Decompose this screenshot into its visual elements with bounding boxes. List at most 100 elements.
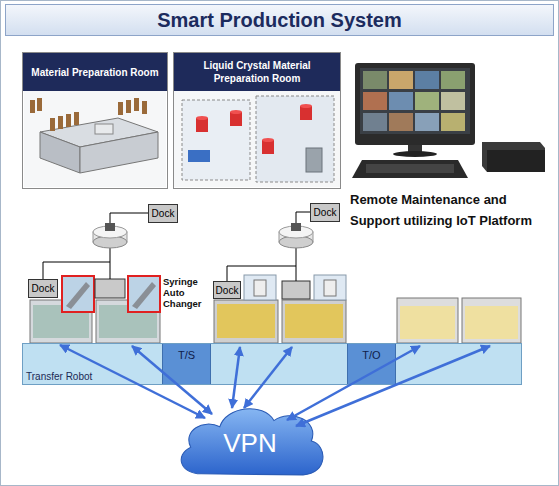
- dock-wire: [296, 248, 297, 281]
- red-tank: [300, 106, 312, 120]
- keyboard-keys: [366, 164, 454, 173]
- bottle: [30, 100, 35, 113]
- dock-label: Dock: [314, 207, 337, 218]
- camera-tile: [441, 71, 465, 89]
- dock-wire: [43, 262, 110, 279]
- camera-tile: [389, 71, 413, 89]
- camera-tile: [415, 92, 439, 110]
- dock-box: Dock: [213, 281, 241, 299]
- camera-tile: [441, 92, 465, 110]
- camera-tile: [363, 71, 387, 89]
- red-tank: [230, 112, 242, 126]
- machine-unit: [95, 124, 113, 134]
- vpn-link-arrow: [132, 346, 212, 414]
- changer-arm: [66, 282, 90, 309]
- vpn-link-arrow: [60, 345, 205, 418]
- bottle: [58, 116, 63, 129]
- dock-wire: [110, 213, 148, 226]
- changer-arm: [132, 282, 156, 309]
- agv-robot-sensor: [291, 223, 301, 231]
- tank: [324, 280, 336, 296]
- bottle: [74, 112, 79, 125]
- station-segment: T/S: [162, 344, 211, 384]
- monitor-base: [393, 151, 437, 157]
- camera-tile: [389, 92, 413, 110]
- machine-side: [40, 132, 80, 173]
- production-machine: [214, 300, 278, 343]
- station-label: T/O: [348, 344, 395, 361]
- cloud-label: VPN: [223, 420, 276, 459]
- gray-tank: [306, 148, 322, 172]
- red-tank-top: [196, 116, 208, 120]
- empty-dock-box: [282, 281, 310, 299]
- machine-front: [80, 132, 158, 173]
- dock-box: Dock: [310, 203, 340, 222]
- dock-box: Dock: [28, 279, 58, 298]
- tank-photo: [244, 275, 276, 300]
- tank-photo: [314, 275, 346, 300]
- machine-window: [465, 306, 518, 339]
- production-machine: [282, 300, 346, 343]
- dock-label: Dock: [216, 285, 239, 296]
- camera-tile: [363, 113, 387, 131]
- camera-tile: [415, 113, 439, 131]
- camera-tile: [441, 113, 465, 131]
- panel-heading: Material Preparation Room: [23, 53, 167, 91]
- room-illustration-bg: [174, 91, 340, 187]
- vpn-cloud: VPN: [172, 398, 328, 480]
- keyboard: [352, 160, 468, 178]
- red-tank-top: [230, 110, 242, 114]
- clean-booth: [182, 100, 250, 180]
- part-name: Syringe Auto Changer: [163, 276, 209, 309]
- diagram-title: Smart Production System: [5, 4, 554, 36]
- bottle: [134, 98, 139, 111]
- pc-front: [487, 150, 545, 172]
- tank: [254, 280, 266, 296]
- red-tank: [196, 118, 208, 132]
- vpn-link-arrow: [244, 347, 292, 408]
- vpn-link-arrow: [287, 346, 420, 420]
- camera-tile: [389, 113, 413, 131]
- clean-booth: [256, 96, 334, 182]
- room-panel: Material Preparation Room: [22, 52, 168, 189]
- dispense-unit: [188, 150, 210, 162]
- transfer-band: Transfer Robot T/S T/O: [22, 343, 522, 385]
- room-illustration-bg: [24, 91, 166, 187]
- vpn-link-arrow: [296, 346, 490, 426]
- room-panel: Liquid Crystal Material Preparation Room: [173, 52, 341, 189]
- red-tank-top: [262, 138, 274, 142]
- pc-box: [482, 142, 545, 172]
- camera-tile: [415, 71, 439, 89]
- production-machine: [462, 298, 521, 343]
- cloud-shape: [181, 409, 323, 475]
- machine-window: [400, 306, 455, 339]
- vpn-link-arrow: [232, 347, 240, 408]
- caption-note: Remote Maintenance and Support utilizing…: [350, 189, 542, 231]
- dock-box: Dock: [148, 204, 178, 223]
- camera-tile: [363, 92, 387, 110]
- red-tank-top: [300, 104, 312, 108]
- dock-wire: [227, 266, 296, 281]
- monitor-screen: [360, 68, 470, 134]
- bottle: [50, 118, 55, 131]
- station-segment: T/O: [347, 344, 396, 384]
- bottle: [118, 102, 123, 115]
- syringe-changer-photo: [128, 276, 160, 312]
- dock-label: Dock: [32, 283, 55, 294]
- machine-window: [217, 304, 275, 338]
- empty-dock-box: [95, 279, 125, 298]
- bottle: [37, 98, 42, 111]
- production-machine: [397, 298, 458, 343]
- syringe-changer-photo: [62, 276, 94, 312]
- dock-wire: [110, 248, 111, 279]
- bottle: [126, 100, 131, 113]
- band-label: Transfer Robot: [26, 371, 92, 382]
- red-tank: [262, 140, 274, 154]
- station-label: T/S: [163, 344, 210, 361]
- bottle: [142, 101, 147, 114]
- panel-heading: Liquid Crystal Material Preparation Room: [174, 53, 340, 91]
- bottle: [66, 114, 71, 127]
- monitor: [355, 63, 475, 145]
- agv-robot-sensor: [105, 223, 115, 231]
